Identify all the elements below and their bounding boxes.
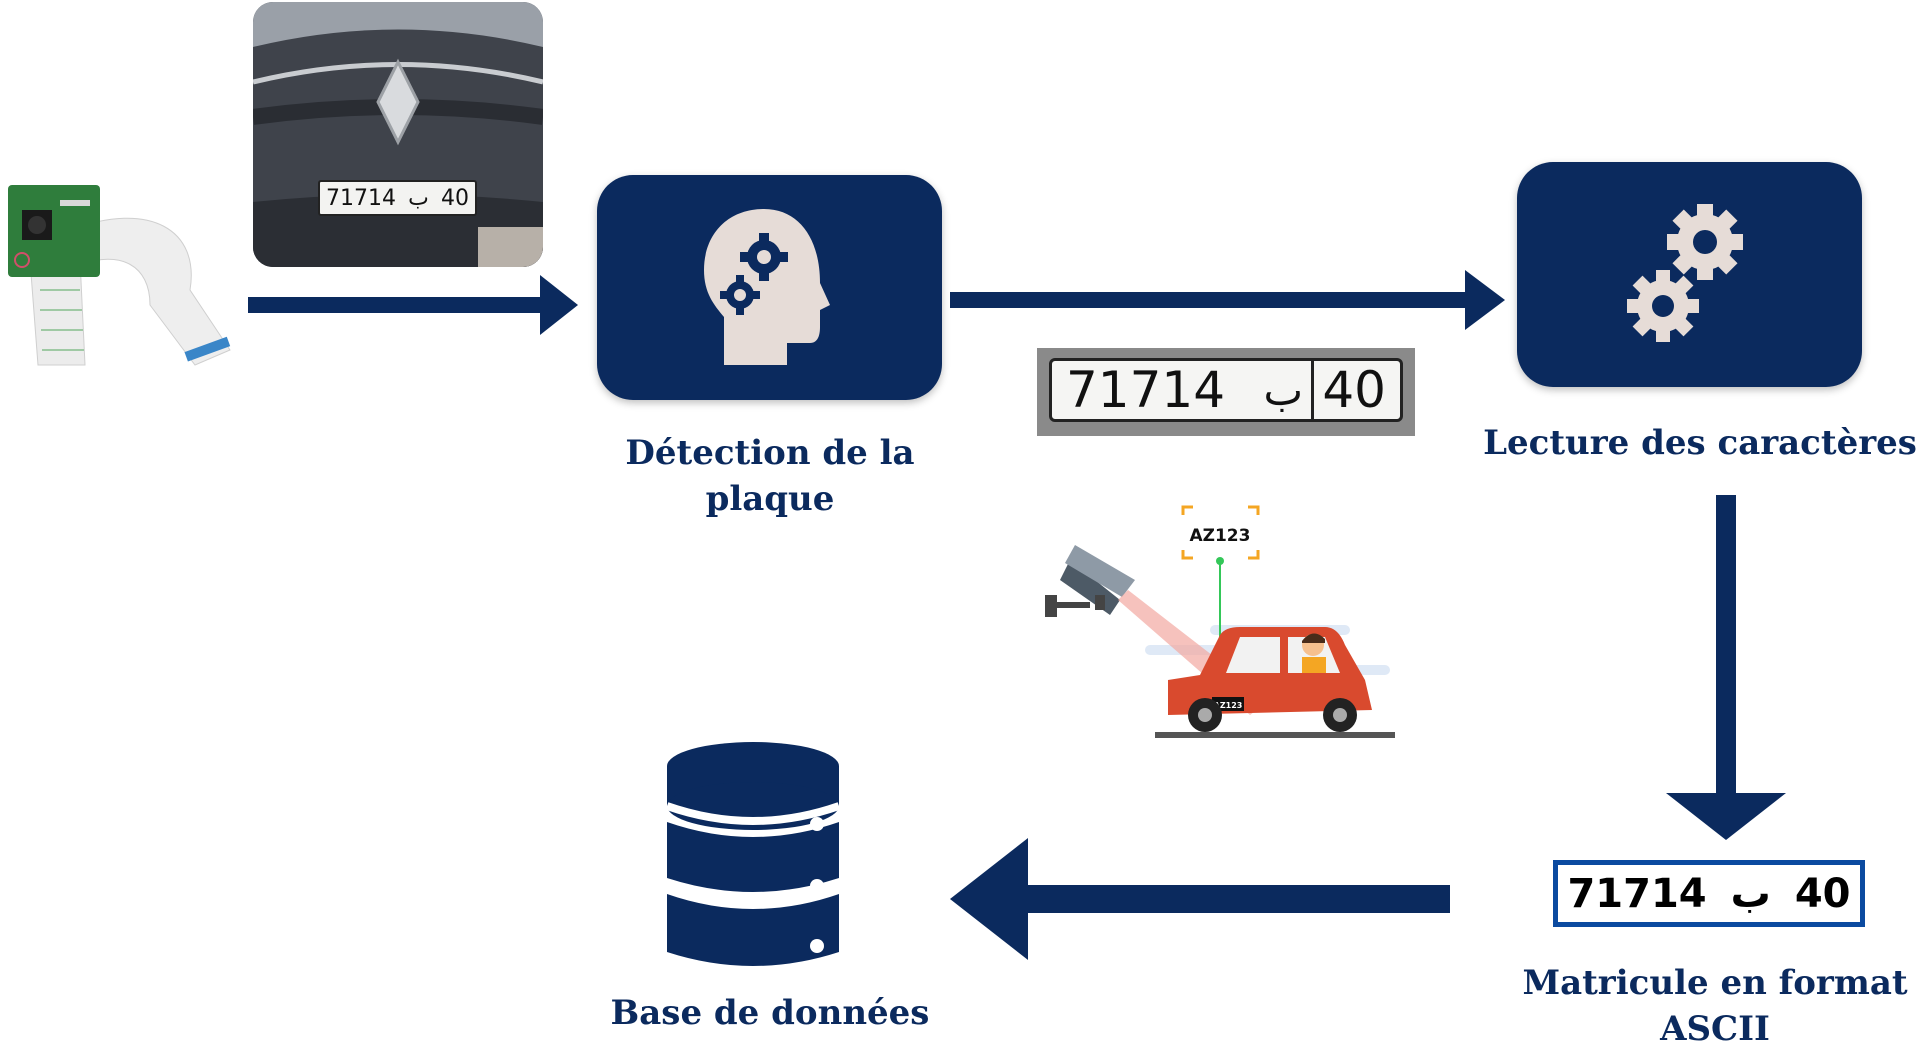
cropped-plate-letter: ب — [1263, 365, 1303, 415]
head-gears-icon — [704, 209, 830, 365]
gears-icon — [1627, 204, 1743, 342]
database-label: Base de données — [610, 993, 930, 1033]
ascii-plate-letter: ب — [1730, 870, 1771, 917]
ascii-label: Matricule en format ASCII — [1522, 963, 1908, 1049]
anpr-illustration: AZ123 AZ123 — [1045, 505, 1395, 738]
car-illustration-plate: AZ123 — [1214, 701, 1243, 710]
car-photo-plate: 71714 ب 40 — [318, 180, 477, 216]
plate-tag-frame — [1181, 505, 1260, 560]
car-plate-region: 40 — [440, 185, 469, 211]
cropped-plate: 71714 ب 40 — [1037, 348, 1415, 436]
detection-box — [597, 175, 942, 400]
database-icon — [665, 742, 841, 966]
reading-box — [1517, 162, 1862, 387]
car-photo: 71714 ب 40 — [253, 2, 543, 267]
cctv-camera-icon — [1045, 545, 1135, 617]
raspberry-pi-camera-icon — [8, 185, 231, 366]
cropped-plate-region: 40 — [1311, 361, 1386, 419]
ascii-plate: 71714 ب 40 — [1553, 860, 1865, 927]
car-plate-letter: ب — [408, 185, 429, 211]
car-plate-number: 71714 — [326, 185, 397, 211]
reading-label: Lecture des caractères — [1483, 423, 1917, 463]
detection-label: Détection de la plaque — [625, 433, 915, 519]
arrow-to-ascii — [1666, 495, 1786, 840]
arrow-to-database — [950, 838, 1450, 960]
ascii-plate-region: 40 — [1794, 870, 1851, 917]
ascii-plate-number: 71714 — [1567, 870, 1707, 917]
arrow-to-reading — [950, 270, 1505, 330]
arrow-to-detection — [248, 275, 578, 335]
plate-tag-text: AZ123 — [1190, 526, 1251, 546]
cropped-plate-number: 71714 — [1066, 361, 1226, 419]
